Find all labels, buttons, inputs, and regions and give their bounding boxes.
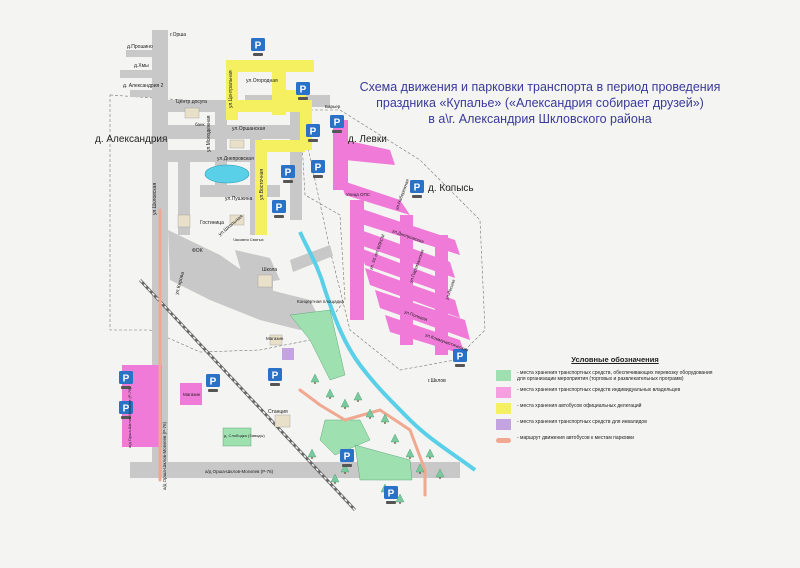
place-alexandria: д. Александрия <box>95 134 167 145</box>
legend-item: - места хранения транспортных средств дл… <box>496 419 716 431</box>
legend-swatch-purple <box>496 419 511 431</box>
disabled-parking <box>282 348 294 360</box>
label-station: Станция <box>268 409 288 415</box>
legend: Условные обозначения - места хранения тр… <box>496 355 716 448</box>
river <box>298 231 477 472</box>
legend-swatch-green <box>496 370 511 381</box>
private-car-parking-kopys <box>333 120 470 355</box>
label-orshanskaya: ул.Оршанская <box>232 126 265 132</box>
direction-orsha: г.Орша <box>170 32 186 38</box>
label-magazin: Магазин <box>266 336 284 341</box>
label-chapel: Часовня Святых <box>233 237 264 242</box>
lake <box>204 164 250 184</box>
label-fok: ФОК <box>192 248 203 254</box>
title-line-1: Схема движения и парковки транспорта в п… <box>359 80 721 94</box>
label-dneprovskaya: ул.Днепровская <box>217 156 254 162</box>
direction-shklov: г.Шклов <box>428 378 446 384</box>
legend-swatch-yellow <box>496 403 511 415</box>
label-shklovskaya: ул.Шкловская <box>152 183 158 215</box>
label-shop-center: Магазин <box>183 392 201 397</box>
label-pushkina: ул.Пушкина <box>225 196 253 202</box>
label-school: Школа <box>262 267 277 273</box>
legend-item: - места хранения транспортных средств, о… <box>496 370 716 382</box>
legend-item: - места хранения автобусов официальных д… <box>496 403 716 415</box>
title-line-2: праздника «Купалье» («Александрия собира… <box>376 96 704 110</box>
legend-item: - маршрут движения автобусов к местам па… <box>496 435 716 444</box>
equipment-vehicle-parking <box>222 309 413 481</box>
label-proshino: д.Прошино <box>127 44 153 50</box>
buildings <box>177 107 291 428</box>
label-hotel: Гостиница <box>200 220 224 226</box>
label-kirova: ул.Кирова <box>174 271 186 295</box>
legend-swatch-route <box>496 438 511 444</box>
label-khmy: д.Хмы <box>134 63 149 69</box>
place-kopys: д. Копысь <box>428 183 474 194</box>
label-barrier: Барьер <box>325 104 341 109</box>
bus-route <box>158 208 427 497</box>
label-vostochnaya: ул.Восточная <box>259 169 265 200</box>
label-road-r76-left: а/д Орша-Шклов-Могилев (Р-76) <box>127 387 132 448</box>
legend-text: - места хранения транспортных средств, о… <box>517 370 713 383</box>
label-ogorodnaya: ул.Огородная <box>246 78 278 84</box>
label-road-r76-vertical: а/д Орша-Шклов-Могилев (Р-76) <box>162 421 167 490</box>
legend-swatch-pink <box>496 387 511 399</box>
legend-text: - места хранения транспортных средств ин… <box>517 387 681 394</box>
legend-text: - места хранения автобусов официальных д… <box>517 403 642 410</box>
place-levki: д. Левки <box>348 134 387 145</box>
label-concert: Концертная площадка <box>297 299 344 304</box>
legend-text: - маршрут движения автобусов к местам па… <box>517 435 635 442</box>
legend-heading: Условные обозначения <box>571 355 659 364</box>
label-opc: Улица ОПС <box>346 192 371 197</box>
label-tsentralnaya: ул.Центральная <box>228 70 234 108</box>
label-center: Центр досуга <box>176 99 207 105</box>
legend-item: - места хранения транспортных средств ин… <box>496 387 716 399</box>
label-molodezhnaya: ул.Молодежная <box>206 115 212 152</box>
railway <box>138 278 357 512</box>
label-slobodka: д. Слободка (Заводы) <box>224 433 265 438</box>
label-alexandria2: д. Александрия 2 <box>123 83 164 89</box>
settlement-boundary-east <box>299 109 486 371</box>
label-road-r76-horizontal: а/д Орша-Шклов-Могилев (Р-76) <box>205 469 274 474</box>
page-title: Схема движения и парковки транспорта в п… <box>330 79 750 127</box>
title-line-3: в а\г. Александрия Шкловского района <box>428 112 652 126</box>
label-bank: банк <box>195 122 204 127</box>
legend-text: - места хранения транспортных средств дл… <box>517 419 647 426</box>
